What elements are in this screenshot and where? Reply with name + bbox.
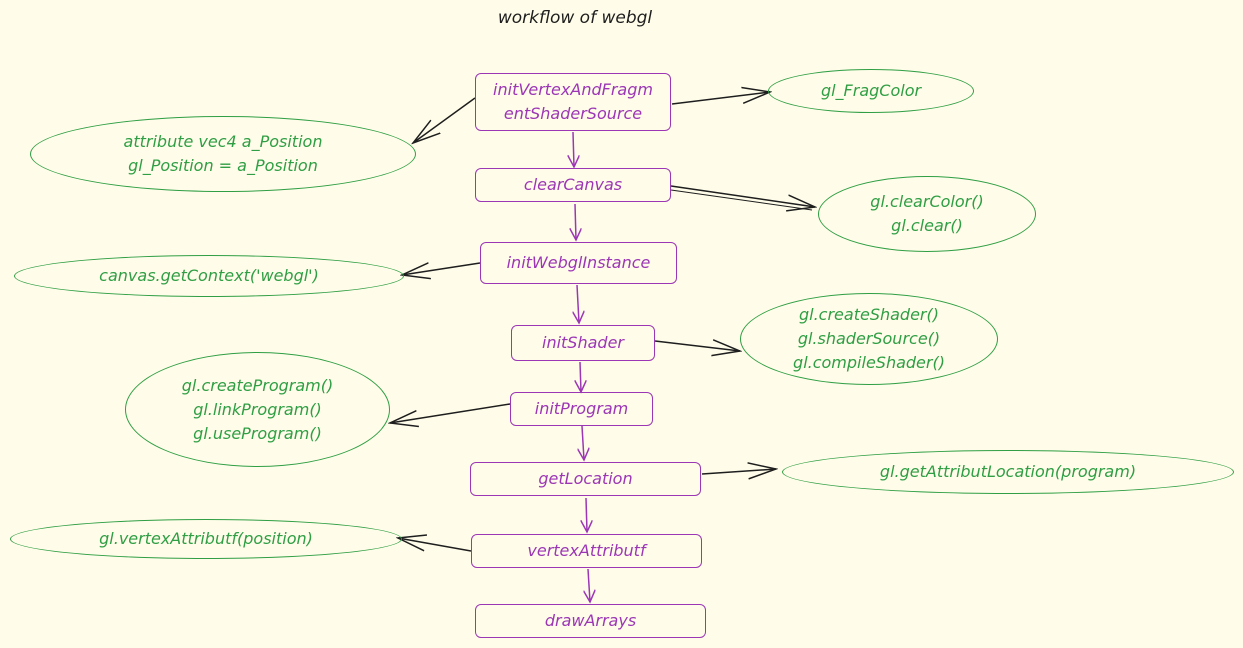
step-init-program[interactable]: initProgram	[510, 392, 653, 426]
arrow-to-clear-double	[670, 189, 813, 211]
diagram-title: workflow of webgl	[497, 8, 653, 28]
flow-arrow-5	[582, 425, 584, 460]
step-draw-arrays[interactable]: drawArrays	[475, 604, 706, 638]
flow-arrow-1	[573, 131, 574, 167]
note-attribute-position: attribute vec4 a_Position gl_Position = …	[30, 116, 416, 192]
arrow-to-getcontext	[402, 263, 481, 275]
note-program-calls: gl.createProgram() gl.linkProgram() gl.u…	[125, 352, 390, 467]
step-get-location[interactable]: getLocation	[470, 462, 701, 496]
arrow-to-program-note	[390, 403, 511, 423]
note-get-context: canvas.getContext('webgl')	[14, 255, 404, 297]
arrow-to-clear	[670, 185, 815, 207]
note-shader-calls: gl.createShader() gl.shaderSource() gl.c…	[740, 293, 998, 385]
flow-arrow-6	[586, 497, 587, 532]
flow-arrow-3	[577, 284, 579, 323]
step-clear-canvas[interactable]: clearCanvas	[475, 168, 671, 202]
note-clear: gl.clearColor() gl.clear()	[818, 176, 1036, 252]
flow-arrow-4	[580, 361, 581, 392]
step-init-shader-source[interactable]: initVertexAndFragm entShaderSource	[475, 73, 671, 131]
step-vertex-attributf[interactable]: vertexAttributf	[471, 534, 702, 568]
note-frag-color: gl_FragColor	[768, 69, 974, 113]
step-init-shader[interactable]: initShader	[511, 325, 655, 361]
arrow-to-fragcolor	[671, 92, 770, 105]
note-vertex-attrib: gl.vertexAttributf(position)	[10, 519, 402, 559]
step-init-webgl-instance[interactable]: initWebglInstance	[480, 242, 677, 284]
arrow-to-attribute	[413, 97, 476, 143]
arrow-to-vertexattrib-note	[398, 538, 472, 552]
flow-arrow-2	[575, 203, 576, 240]
note-get-attrib-location: gl.getAttributLocation(program)	[782, 450, 1234, 494]
arrow-to-shader-note	[654, 341, 740, 351]
flow-arrow-7	[588, 568, 590, 602]
arrow-to-location-note	[701, 469, 776, 474]
